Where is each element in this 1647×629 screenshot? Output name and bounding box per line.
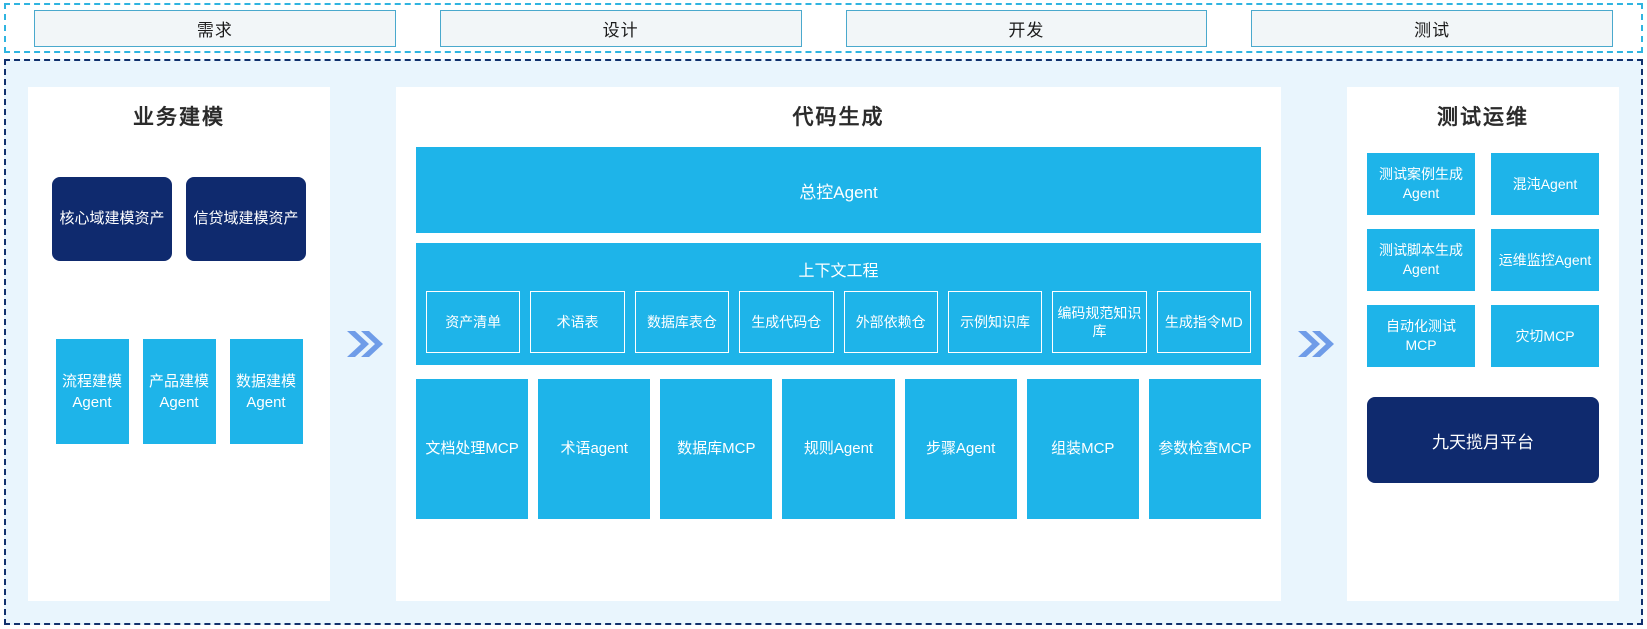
agent-card-product-modeling[interactable]: 产品建模Agent bbox=[142, 339, 216, 444]
card-automated-test-mcp[interactable]: 自动化测试MCP bbox=[1367, 305, 1475, 367]
phase-box-development[interactable]: 开发 bbox=[845, 9, 1208, 47]
context-engineering-title: 上下文工程 bbox=[798, 263, 879, 280]
context-item-asset-inventory[interactable]: 资产清单 bbox=[426, 291, 521, 353]
double-chevron-right-icon bbox=[1298, 331, 1334, 357]
phase-strip: 需求 设计 开发 测试 bbox=[4, 3, 1643, 53]
asset-card-credit-domain[interactable]: 信贷域建模资产 bbox=[186, 177, 306, 261]
context-item-generation-instruction-md[interactable]: 生成指令MD bbox=[1156, 291, 1251, 353]
panel-title-test-operations: 测试运维 bbox=[1437, 106, 1529, 129]
card-chaos-agent[interactable]: 混沌Agent bbox=[1491, 153, 1599, 215]
phase-box-design[interactable]: 设计 bbox=[439, 9, 802, 47]
context-item-db-table-repo[interactable]: 数据库表仓 bbox=[634, 291, 730, 353]
panel-test-operations: 测试运维 测试案例生成Agent 混沌Agent 测试脚本生成Agent 运维监… bbox=[1347, 87, 1619, 601]
tool-card-parameter-check-mcp[interactable]: 参数检查MCP bbox=[1148, 379, 1261, 519]
context-item-external-dependency-repo[interactable]: 外部依赖仓 bbox=[843, 291, 938, 353]
master-control-agent-bar[interactable]: 总控Agent bbox=[416, 147, 1261, 233]
agent-card-process-modeling[interactable]: 流程建模Agent bbox=[55, 339, 129, 444]
context-engineering-block: 上下文工程 资产清单 术语表 数据库表仓 生成代码仓 外部依赖仓 示例知识库 编… bbox=[416, 243, 1261, 365]
context-item-row: 资产清单 术语表 数据库表仓 生成代码仓 外部依赖仓 示例知识库 编码规范知识库… bbox=[426, 291, 1251, 353]
test-ops-card-grid: 测试案例生成Agent 混沌Agent 测试脚本生成Agent 运维监控Agen… bbox=[1367, 153, 1599, 367]
panel-code-generation: 代码生成 总控Agent 上下文工程 资产清单 术语表 数据库表仓 生成代码仓 … bbox=[396, 87, 1281, 601]
context-item-generated-code-repo[interactable]: 生成代码仓 bbox=[739, 291, 834, 353]
asset-card-core-domain[interactable]: 核心域建模资产 bbox=[52, 177, 172, 261]
business-asset-row: 核心域建模资产 信贷域建模资产 bbox=[52, 177, 306, 261]
phase-box-testing[interactable]: 测试 bbox=[1251, 9, 1613, 47]
context-item-coding-standard-knowledge-base[interactable]: 编码规范知识库 bbox=[1052, 291, 1147, 353]
double-chevron-right-icon bbox=[347, 331, 383, 357]
card-jiutian-lanyue-platform[interactable]: 九天揽月平台 bbox=[1367, 397, 1599, 483]
panel-title-code-generation: 代码生成 bbox=[792, 106, 885, 129]
card-disaster-switch-mcp[interactable]: 灾切MCP bbox=[1491, 305, 1599, 367]
tool-card-glossary-agent[interactable]: 术语agent bbox=[538, 379, 651, 519]
business-agent-row: 流程建模Agent 产品建模Agent 数据建模Agent bbox=[55, 339, 303, 444]
tool-card-row: 文档处理MCP 术语agent 数据库MCP 规则Agent 步骤Agent 组… bbox=[416, 379, 1261, 519]
panel-business-modeling: 业务建模 核心域建模资产 信贷域建模资产 流程建模Agent 产品建模Agent… bbox=[28, 87, 330, 601]
panel-title-business-modeling: 业务建模 bbox=[133, 106, 225, 129]
card-ops-monitoring-agent[interactable]: 运维监控Agent bbox=[1491, 229, 1599, 291]
card-test-case-generation-agent[interactable]: 测试案例生成Agent bbox=[1367, 153, 1475, 215]
agent-card-data-modeling[interactable]: 数据建模Agent bbox=[229, 339, 303, 444]
context-item-example-knowledge-base[interactable]: 示例知识库 bbox=[947, 291, 1043, 353]
main-dashed-container: 业务建模 核心域建模资产 信贷域建模资产 流程建模Agent 产品建模Agent… bbox=[4, 59, 1643, 625]
arrow-left-to-center bbox=[330, 87, 396, 601]
code-generation-body: 总控Agent 上下文工程 资产清单 术语表 数据库表仓 生成代码仓 外部依赖仓… bbox=[396, 147, 1281, 539]
tool-card-assembly-mcp[interactable]: 组装MCP bbox=[1026, 379, 1139, 519]
tool-card-document-processing-mcp[interactable]: 文档处理MCP bbox=[416, 379, 529, 519]
context-item-glossary[interactable]: 术语表 bbox=[530, 291, 625, 353]
phase-box-requirements[interactable]: 需求 bbox=[34, 9, 396, 47]
tool-card-step-agent[interactable]: 步骤Agent bbox=[904, 379, 1017, 519]
card-test-script-generation-agent[interactable]: 测试脚本生成Agent bbox=[1367, 229, 1475, 291]
arrow-center-to-right bbox=[1281, 87, 1347, 601]
tool-card-database-mcp[interactable]: 数据库MCP bbox=[660, 379, 773, 519]
tool-card-rule-agent[interactable]: 规则Agent bbox=[782, 379, 895, 519]
